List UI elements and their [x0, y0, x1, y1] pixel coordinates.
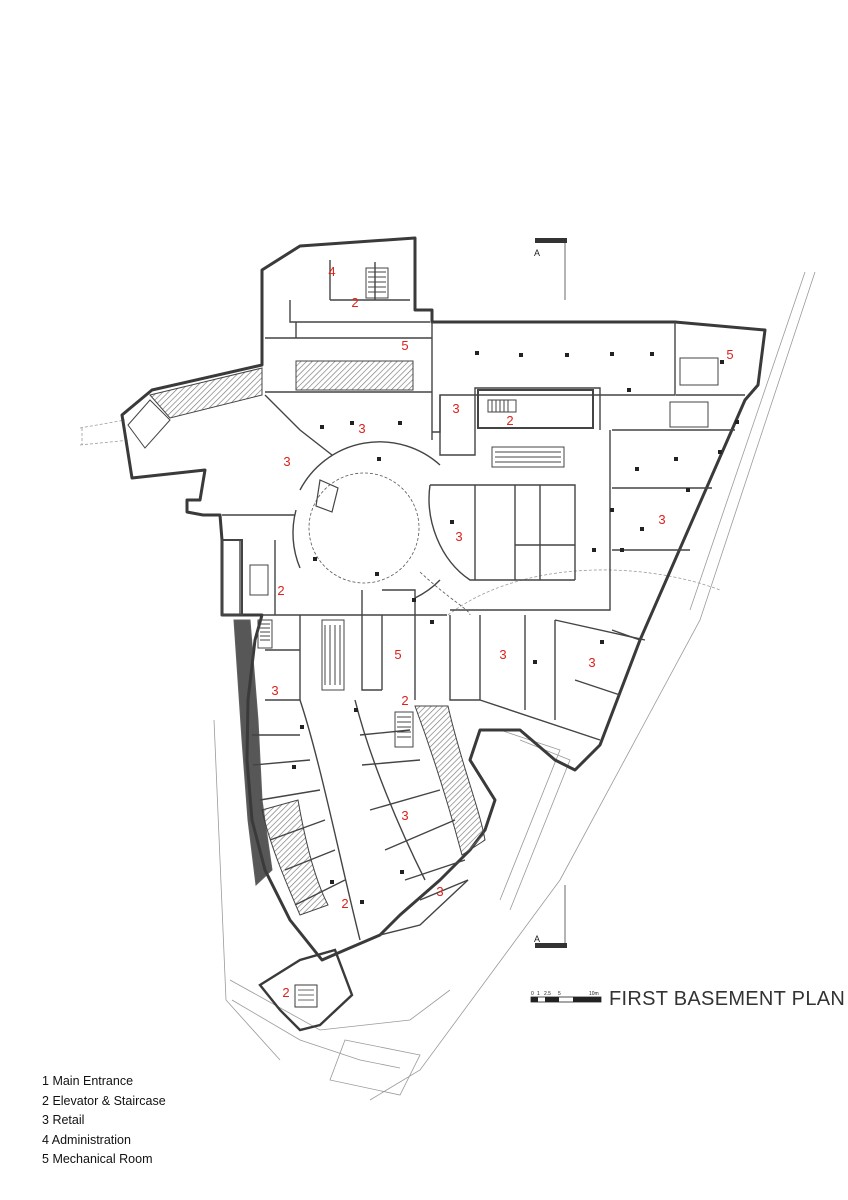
- stair-cores: [221, 267, 719, 748]
- legend-text: Retail: [52, 1113, 85, 1127]
- room-label-elevator-south: 2: [401, 693, 408, 708]
- section-marker-top: A: [534, 238, 567, 300]
- site-context-lines: [79, 271, 816, 1101]
- legend-text: Mechanical Room: [52, 1152, 153, 1166]
- room-label-elevator-west: 2: [277, 583, 284, 598]
- room-labels: 4 2 5 5 3 2 3 3 3 2 3 3 5 3 2 3 3 3 2 2: [271, 264, 733, 1000]
- legend-item: 5 Mechanical Room: [42, 1150, 166, 1170]
- scale-label-1: 1: [537, 991, 540, 997]
- central-rotunda: [292, 441, 471, 616]
- legend-item: 1 Main Entrance: [42, 1072, 166, 1092]
- section-marker-bottom: A: [534, 885, 567, 948]
- scale-label-5: 5: [558, 991, 561, 997]
- legend-number: 1: [42, 1074, 49, 1088]
- scale-label-2-5: 2.5: [544, 991, 551, 997]
- legend-item: 2 Elevator & Staircase: [42, 1092, 166, 1112]
- room-label-mechanical-central: 5: [394, 647, 401, 662]
- room-label-retail: 3: [658, 512, 665, 527]
- scale-label-10m: 10m: [589, 991, 599, 997]
- room-label-retail: 3: [358, 421, 365, 436]
- room-label-elevator-north: 2: [351, 295, 358, 310]
- interior-partitions: [222, 260, 745, 941]
- legend-number: 5: [42, 1152, 49, 1166]
- legend-number: 3: [42, 1113, 49, 1127]
- legend-text: Main Entrance: [52, 1074, 134, 1088]
- plan-title: FIRST BASEMENT PLAN: [609, 988, 846, 1010]
- scale-label-0: 0: [531, 991, 534, 997]
- scale-bar: 0 1 2.5 5 10m: [530, 991, 602, 1003]
- room-label-retail: 3: [455, 529, 462, 544]
- legend-text: Elevator & Staircase: [52, 1093, 166, 1108]
- room-label-retail: 3: [283, 454, 290, 469]
- room-label-retail: 3: [436, 884, 443, 899]
- detached-stair-core: [258, 948, 354, 1032]
- room-label-retail: 3: [588, 655, 595, 670]
- room-label-elevator-detached: 2: [282, 985, 289, 1000]
- legend-number: 2: [42, 1093, 49, 1108]
- legend-item: 4 Administration: [42, 1131, 166, 1151]
- room-label-retail: 3: [271, 683, 278, 698]
- room-label-mechanical-north: 5: [401, 338, 408, 353]
- section-marker-bottom-label: A: [534, 934, 540, 944]
- room-label-retail: 3: [499, 647, 506, 662]
- room-label-mechanical-east: 5: [726, 347, 733, 362]
- legend-item: 3 Retail: [42, 1111, 166, 1131]
- section-marker-top-label: A: [534, 248, 540, 258]
- legend-text: Administration: [51, 1132, 131, 1147]
- structural-columns: [292, 351, 739, 904]
- legend: 1 Main Entrance 2 Elevator & Staircase 3…: [42, 1072, 166, 1170]
- room-label-retail: 3: [401, 808, 408, 823]
- room-label-retail: 3: [452, 401, 459, 416]
- room-label-retail: 2: [341, 896, 348, 911]
- entrance-ramp: [127, 367, 263, 449]
- legend-number: 4: [42, 1132, 49, 1147]
- exterior-walls: [120, 236, 767, 962]
- hatched-areas: [233, 360, 486, 916]
- room-label-elevator-core: 2: [506, 413, 513, 428]
- room-label-administration: 4: [328, 264, 335, 279]
